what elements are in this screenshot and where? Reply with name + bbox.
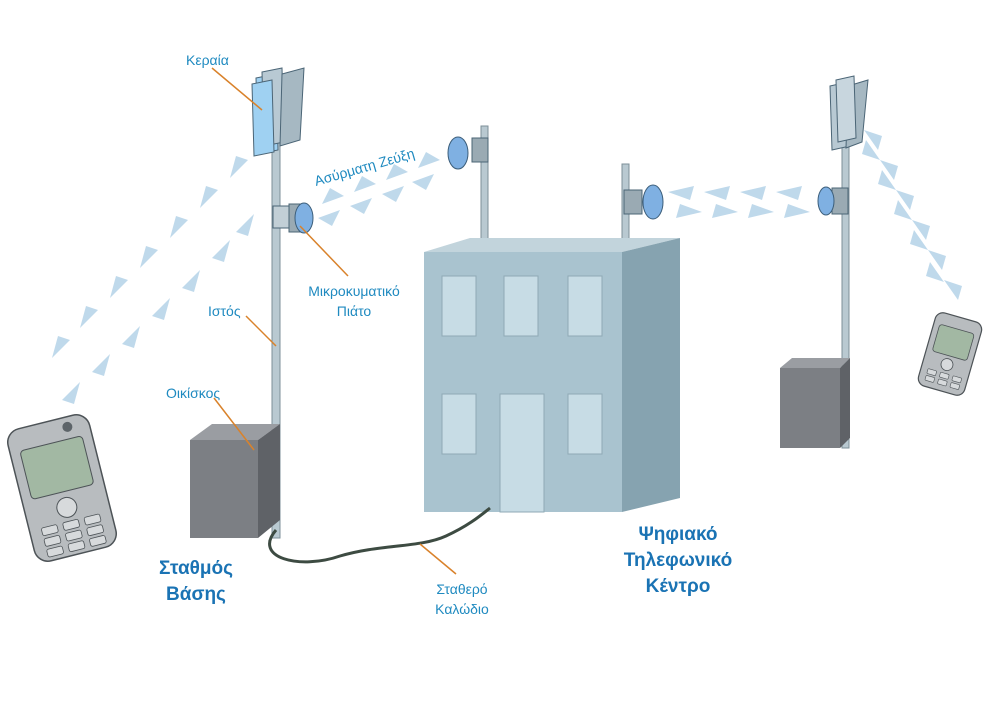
right-mobile-phone-icon — [917, 312, 983, 396]
leader-antenna — [211, 67, 263, 111]
signal-beams — [52, 130, 962, 404]
exchange-microwave-dish — [623, 184, 664, 220]
left-antenna — [251, 67, 305, 157]
left-cabin — [190, 424, 280, 538]
right-cabin — [780, 358, 850, 448]
leader-lines — [211, 67, 457, 575]
exchange-building — [424, 125, 680, 513]
label-fixed-cable-2: Καλώδιο — [435, 601, 489, 617]
label-fixed-cable-1: Σταθερό — [436, 581, 487, 597]
label-cabin: Οικίσκος — [166, 385, 220, 401]
right-microwave-dish — [817, 186, 849, 216]
label-microwave-dish-2: Πιάτο — [337, 303, 372, 319]
label-mast: Ιστός — [208, 303, 241, 319]
leader-mast — [245, 315, 277, 347]
right-antenna — [829, 75, 869, 151]
fixed-cable — [268, 506, 491, 564]
left-microwave-dish — [272, 202, 314, 234]
building-windows — [441, 275, 603, 455]
label-antenna: Κεραία — [186, 52, 229, 68]
leader-cable — [419, 543, 457, 575]
signal-beam-right-phone — [862, 130, 962, 300]
signal-beam-right-link — [668, 186, 810, 218]
right-base-station — [780, 75, 869, 449]
signal-beam-left-phone — [52, 156, 254, 404]
label-exchange-1: Ψηφιακό — [638, 524, 717, 545]
label-base-station-2: Βάσης — [166, 584, 226, 605]
leader-dish — [299, 225, 349, 277]
label-base-station-1: Σταθμός — [159, 558, 233, 579]
label-microwave-dish-1: Μικροκυματικό — [308, 283, 400, 299]
signal-beam-wireless-link — [318, 152, 440, 226]
center-microwave-dish — [447, 136, 489, 170]
leader-cabin — [213, 397, 255, 451]
label-exchange-3: Κέντρο — [646, 576, 711, 597]
building-door — [499, 393, 545, 513]
left-mobile-phone-icon — [7, 414, 117, 562]
label-exchange-2: Τηλεφωνικό — [624, 550, 732, 571]
left-base-station — [190, 67, 314, 539]
